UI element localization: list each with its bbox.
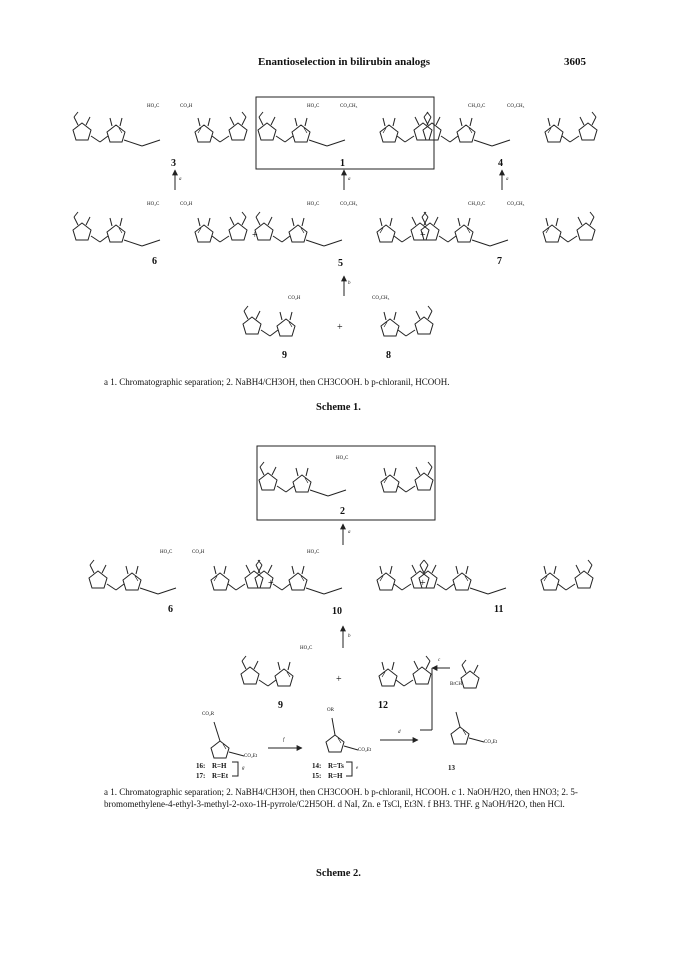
structure-5 <box>255 212 429 246</box>
scheme1-title: Scheme 1. <box>316 402 361 413</box>
structure-11 <box>419 560 593 594</box>
structure-7 <box>421 212 595 246</box>
scheme2-footnote: a 1. Chromatographic separation; 2. NaBH… <box>104 787 578 809</box>
structure-14-15 <box>325 734 345 753</box>
running-title: Enantioselection in bilirubin analogs <box>258 56 431 68</box>
page-number: 3605 <box>564 56 586 68</box>
structure-3 <box>73 112 247 146</box>
structure-2 <box>259 462 433 496</box>
structure-16-17 <box>210 740 230 759</box>
structure-8 <box>381 306 433 336</box>
structure-1 <box>258 112 432 146</box>
box-compound-2 <box>256 445 436 521</box>
structure-12 <box>379 656 431 686</box>
structure-9b <box>241 656 293 686</box>
structure-10 <box>255 560 429 594</box>
structure-4 <box>423 112 597 146</box>
structure-13 <box>450 726 470 745</box>
bracket-e <box>346 761 353 777</box>
structure-bromomethylene-pyrrolone <box>460 659 480 689</box>
structure-6b <box>89 560 263 594</box>
structure-9 <box>243 306 295 336</box>
scheme2-title: Scheme 2. <box>316 868 361 879</box>
scheme1-footnote: a 1. Chromatographic separation; 2. NaBH… <box>104 377 450 387</box>
box-compound-1 <box>255 96 435 170</box>
structure-6 <box>73 212 247 246</box>
bracket-g <box>232 761 239 777</box>
